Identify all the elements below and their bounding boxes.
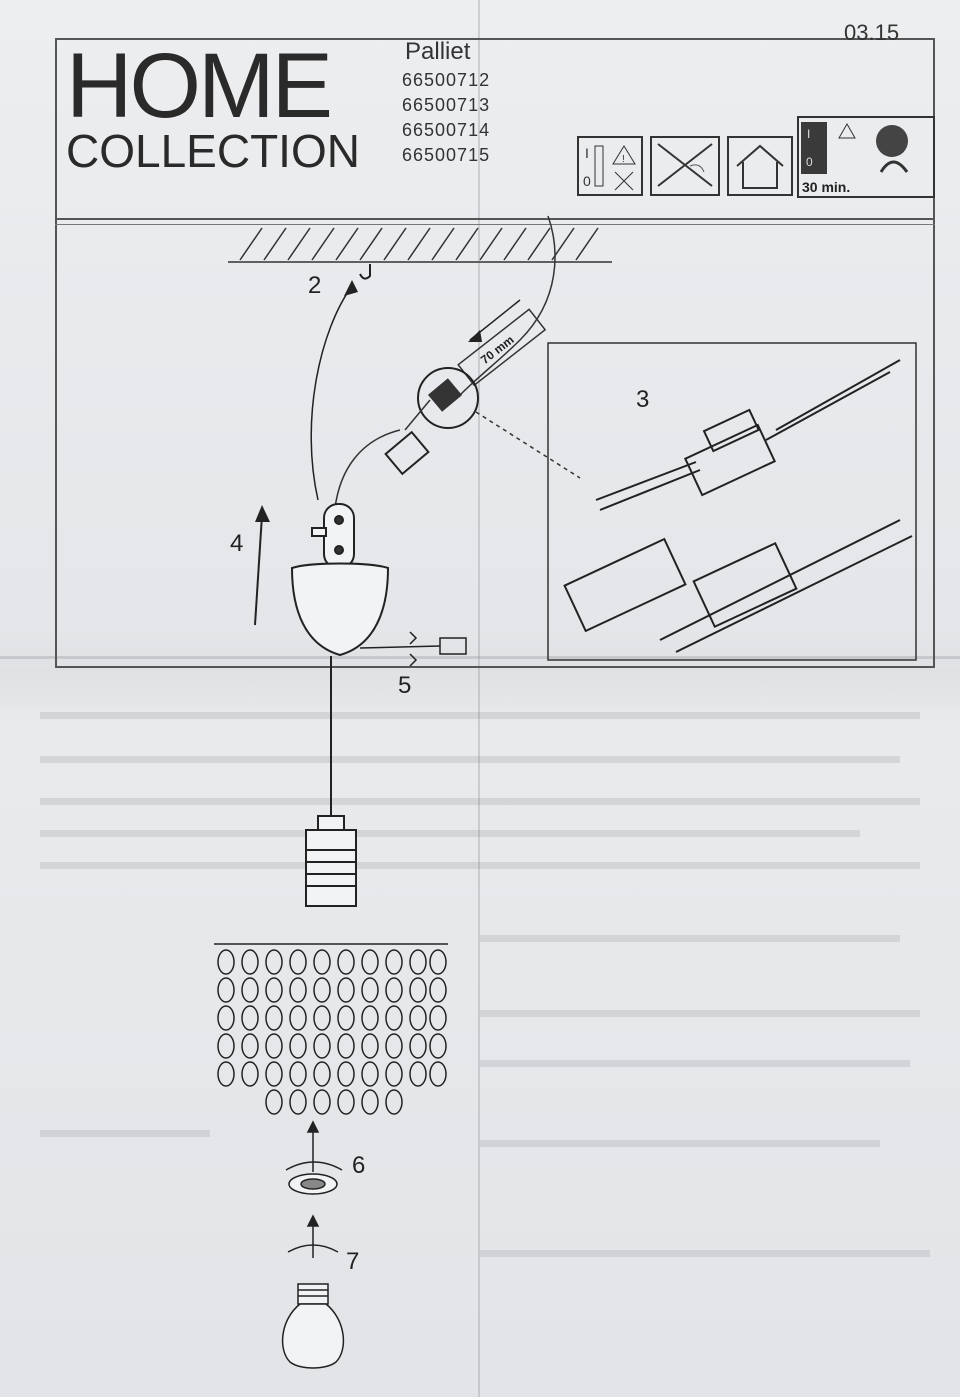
brand-logo-collection: COLLECTION: [66, 125, 360, 177]
hot-surface-icon: I 0: [797, 116, 935, 198]
cool-down-time: 30 min.: [802, 179, 851, 195]
lamp-socket-icon: [305, 815, 357, 907]
terminal-block-icon: [384, 430, 430, 476]
step-number: 3: [636, 386, 650, 413]
bleed-through-text: [480, 1010, 920, 1017]
svg-text:0: 0: [806, 155, 813, 169]
mains-cable: [459, 215, 556, 396]
svg-text:!: !: [622, 154, 625, 165]
step-number: 6: [352, 1152, 366, 1179]
product-code: 66500715: [402, 145, 491, 165]
bleed-through-text: [40, 712, 920, 719]
svg-text:0: 0: [583, 173, 591, 189]
step-number: 7: [346, 1248, 360, 1275]
bleed-through-text: [40, 862, 920, 869]
revision-date: 03.15: [844, 20, 900, 45]
bleed-through-text: [40, 830, 860, 837]
bleed-through-text: [480, 1250, 930, 1257]
lamp-cable-upper: [334, 429, 401, 509]
instruction-frame: [55, 38, 935, 668]
shade-ring-icon: [285, 1120, 343, 1195]
header-divider-inner: [55, 224, 935, 225]
brand-logo-home: HOME: [66, 35, 333, 137]
no-wet-rooms-icon: [650, 136, 720, 196]
light-bulb-icon: [281, 1214, 345, 1369]
fold-line-horizontal: [0, 656, 960, 659]
indoor-use-icon: [727, 136, 793, 196]
product-name: Palliet: [405, 38, 471, 65]
product-code: 66500713: [402, 95, 491, 115]
screwdriver-icon: [359, 631, 467, 667]
bleed-through-text: [480, 935, 900, 942]
canopy-icon: [290, 503, 390, 657]
bleed-through-text: [480, 1140, 880, 1147]
power-off-icon: I 0 !: [577, 136, 643, 196]
svg-text:I: I: [585, 145, 589, 161]
ceiling-hatching: [228, 227, 612, 263]
product-code: 66500712: [402, 70, 491, 90]
bleed-through-text: [40, 1130, 210, 1137]
push-up-arrow: [254, 514, 263, 626]
bleed-through-text: [40, 798, 920, 805]
crystal-shade-icon: [214, 943, 448, 1115]
detail-magnifier: [417, 367, 479, 429]
svg-text:I: I: [807, 127, 810, 141]
lift-arrow: [310, 285, 353, 501]
step-number: 5: [398, 672, 412, 699]
bleed-through-text: [40, 756, 900, 763]
fold-line-vertical: [478, 0, 480, 1397]
bleed-through-text: [480, 1060, 910, 1067]
ceiling-hook-icon: [359, 264, 371, 280]
wiring-detail: [563, 359, 913, 653]
header-divider: [55, 218, 935, 220]
step-number: 2: [308, 272, 322, 299]
product-code: 66500714: [402, 120, 491, 140]
step-number: 4: [230, 530, 244, 557]
detail-panel: [547, 342, 917, 661]
detail-pointer: [475, 411, 581, 479]
